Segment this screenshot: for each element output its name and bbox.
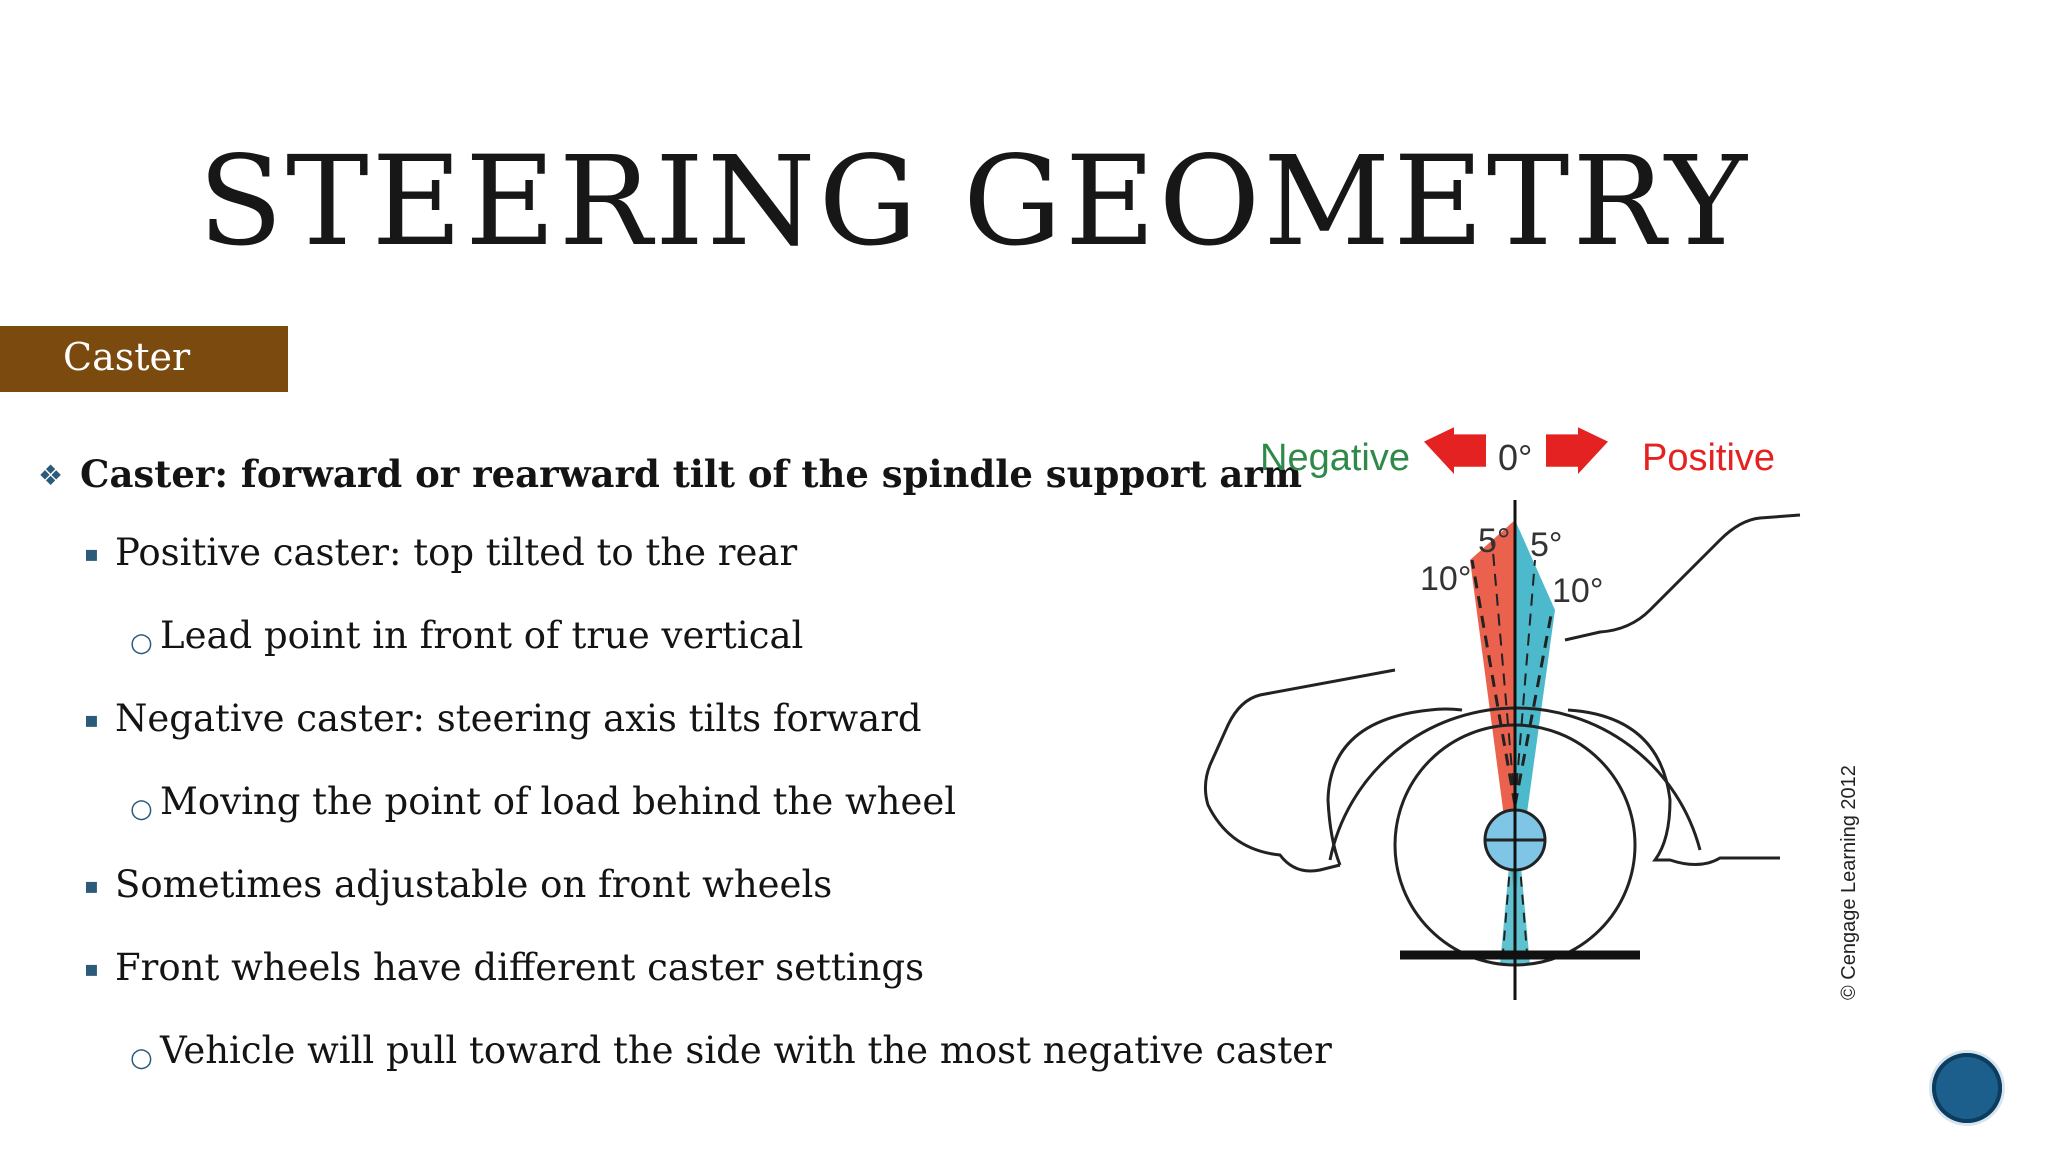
negative-label: Negative: [1260, 437, 1410, 479]
arrow-left-icon: [1424, 427, 1486, 474]
bullet-item: Positive caster: top tilted to the rear: [115, 531, 798, 574]
negative-5-label: 5°: [1478, 522, 1511, 560]
bullet-item: Caster: forward or rearward tilt of the …: [80, 452, 1303, 496]
hood-outline: [1564, 513, 1801, 642]
square-bullet-icon: ▪: [84, 957, 99, 982]
positive-label: Positive: [1642, 437, 1775, 479]
bullet-item: Sometimes adjustable on front wheels: [115, 863, 833, 906]
caster-diagram: Negative Positive 0° 5° 10° 5° 10° © Cen…: [1203, 427, 1860, 1000]
bullet-item: Vehicle will pull toward the side with t…: [160, 1029, 1332, 1072]
diamond-bullet-icon: ❖: [38, 459, 64, 492]
bullet-item: Negative caster: steering axis tilts for…: [115, 697, 922, 740]
circle-bullet-icon: ○: [130, 1043, 153, 1073]
wheel-arch: [1328, 706, 1702, 861]
section-tab: Caster: [0, 326, 288, 392]
copyright-text: © Cengage Learning 2012: [1838, 765, 1860, 1000]
section-tab-label: Caster: [63, 335, 191, 379]
slide-title: STEERING GEOMETRY: [198, 130, 1750, 274]
zero-degree-label: 0°: [1498, 437, 1532, 478]
bullet-item: Front wheels have different caster setti…: [115, 946, 925, 989]
vehicle-body-outline: [1203, 668, 1396, 873]
logo-icon: [1932, 1053, 2002, 1123]
fender-outline: [1326, 707, 1780, 866]
circle-bullet-icon: ○: [130, 628, 153, 658]
square-bullet-icon: ▪: [84, 708, 99, 733]
square-bullet-icon: ▪: [84, 542, 99, 567]
square-bullet-icon: ▪: [84, 874, 99, 899]
bullet-item: Moving the point of load behind the whee…: [160, 780, 957, 823]
arrow-right-icon: [1546, 427, 1608, 474]
bullet-item: Lead point in front of true vertical: [160, 614, 804, 657]
positive-10-label: 10°: [1552, 572, 1603, 610]
negative-10-label: 10°: [1420, 560, 1471, 598]
circle-bullet-icon: ○: [130, 794, 153, 824]
positive-5-label: 5°: [1530, 526, 1563, 564]
